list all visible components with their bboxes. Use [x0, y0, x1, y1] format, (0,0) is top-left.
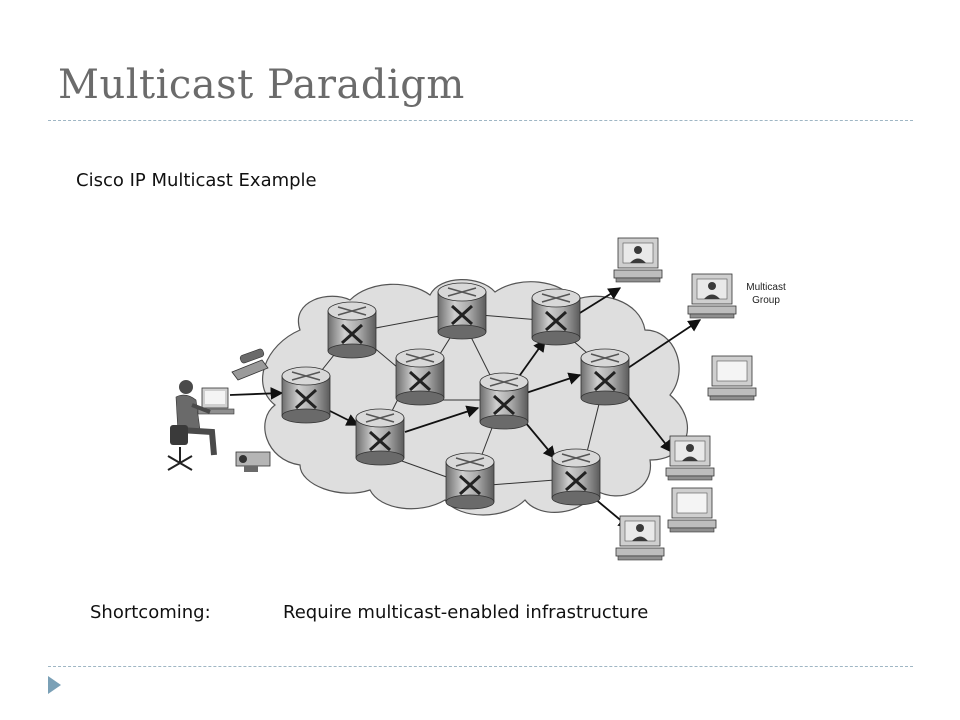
multicast-receiver-pc-icon	[613, 237, 663, 283]
telephone-icon	[231, 348, 269, 381]
diagram-caption: Cisco IP Multicast Example	[76, 170, 317, 191]
multicast-receiver-pc-icon	[615, 515, 665, 561]
source-user-icon	[167, 380, 235, 471]
multicast-receiver-pc-icon	[687, 273, 737, 319]
router-icon	[280, 365, 332, 425]
router-icon	[444, 451, 496, 511]
slide-title: Multicast Paradigm	[58, 62, 465, 108]
video-camera-icon	[235, 451, 271, 472]
non-member-pc-icon	[667, 487, 717, 533]
router-icon	[354, 407, 406, 467]
multicast-receiver-pc-icon	[665, 435, 715, 481]
footer-divider	[48, 666, 913, 667]
router-icon	[550, 447, 602, 507]
nav-arrow-icon[interactable]	[48, 676, 61, 694]
router-icon	[326, 300, 378, 360]
title-divider	[48, 120, 913, 121]
multicast-group-label-line1: Multicast	[746, 282, 786, 293]
router-icon	[530, 287, 582, 347]
shortcoming-text: Require multicast-enabled infrastructure	[283, 602, 649, 623]
router-icon	[579, 347, 631, 407]
router-icon	[394, 347, 446, 407]
non-member-pc-icon	[707, 355, 757, 401]
shortcoming-label: Shortcoming:	[90, 602, 211, 623]
multicast-group-label-line2: Group	[752, 295, 780, 306]
router-icon	[436, 281, 488, 341]
router-icon	[478, 371, 530, 431]
